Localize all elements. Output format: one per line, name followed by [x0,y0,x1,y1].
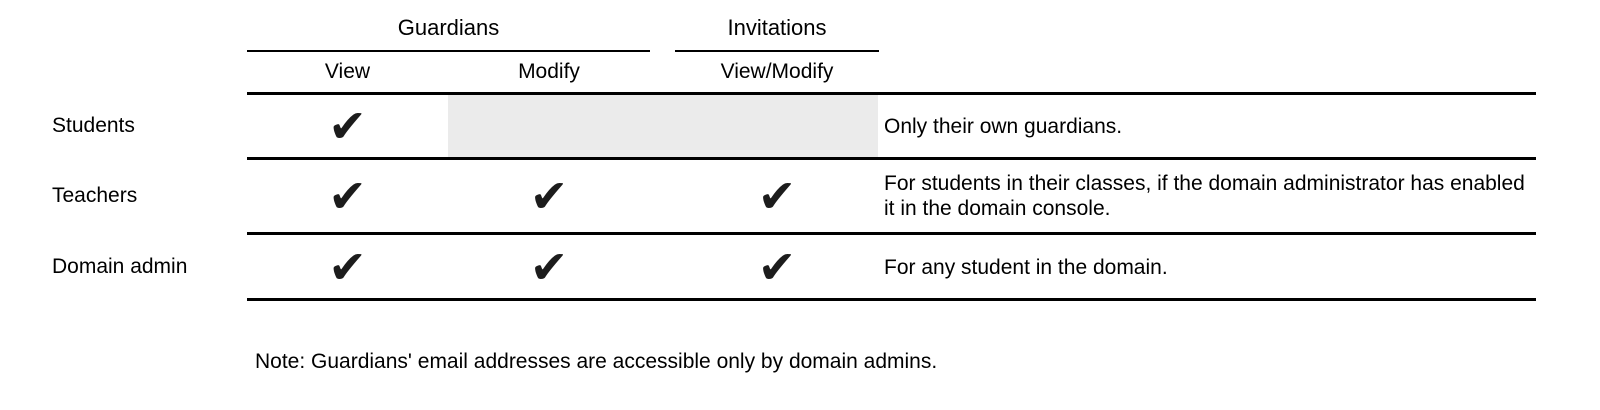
column-group-invitations: Invitations [675,6,879,52]
table-row-students: Students ✔ Only their own guardians. [0,95,1600,157]
column-header-view: View [324,60,371,83]
row-label-teachers: Teachers [52,184,138,207]
column-group-label: Guardians [397,15,500,40]
table-rule [247,298,1536,301]
check-icon: ✔ [328,99,367,153]
footnote: Note: Guardians' email addresses are acc… [255,350,938,373]
check-icon: ✔ [529,240,569,294]
check-cell-view-modify [675,95,879,157]
check-icon: ✔ [328,240,367,294]
check-cell-modify [448,95,650,157]
check-icon: ✔ [757,169,797,223]
column-header-modify: Modify [518,60,580,83]
table-rule [247,157,1536,160]
column-group-label: Invitations [727,15,827,40]
row-note: For students in their classes, if the do… [884,172,1525,220]
column-header-view-modify: View/Modify [720,60,834,83]
table-rule [247,92,1536,95]
row-note: For any student in the domain. [884,255,1168,279]
not-applicable-cell [448,95,878,157]
table-rule [247,232,1536,235]
check-icon: ✔ [328,169,367,223]
check-icon: ✔ [529,169,569,223]
check-icon: ✔ [757,240,797,294]
table-row-teachers: Teachers ✔ ✔ ✔ For students in their cla… [0,160,1600,232]
table-row-domain-admin: Domain admin ✔ ✔ ✔ For any student in th… [0,236,1600,298]
row-label-students: Students [52,114,135,137]
row-label-domain-admin: Domain admin [52,255,188,278]
row-note: Only their own guardians. [884,114,1123,138]
column-group-guardians: Guardians [247,6,650,52]
